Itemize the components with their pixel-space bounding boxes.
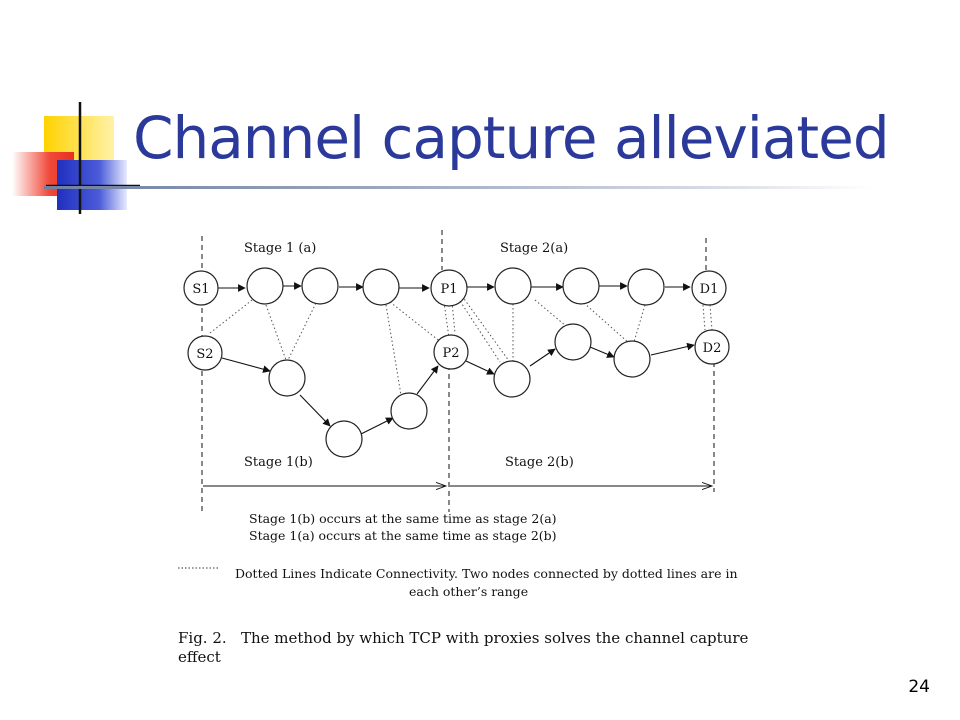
- note-line-2: Stage 1(a) occurs at the same time as st…: [249, 528, 557, 543]
- node-d2: [694, 329, 730, 365]
- stage-1a-label: Stage 1 (a): [244, 241, 316, 256]
- node-top-1: [246, 267, 284, 305]
- slide-number: 24: [908, 677, 930, 697]
- node-mid-5: [554, 323, 592, 361]
- arrow-m6-d2: [650, 342, 695, 356]
- label-d1: D1: [700, 282, 719, 297]
- label-s1: S1: [192, 282, 209, 297]
- legend-line-1: Dotted Lines Indicate Connectivity. Two …: [235, 566, 738, 581]
- arrow-m5-m6: [589, 346, 615, 358]
- slide-title: Channel capture alleviated: [133, 104, 890, 172]
- node-mid-6: [613, 340, 651, 378]
- note-line-1: Stage 1(b) occurs at the same time as st…: [249, 511, 557, 526]
- node-top-6: [627, 268, 665, 306]
- arrow-m1-m2: [299, 394, 331, 427]
- arrow-m3-p2: [416, 365, 439, 395]
- figure-caption-line-2: effect: [178, 648, 221, 666]
- node-p2: [433, 334, 469, 370]
- node-mid-4: [493, 360, 531, 398]
- stage-2a-label: Stage 2(a): [500, 241, 568, 256]
- arrow-p2-m4: [465, 360, 495, 375]
- arrow-s2-m1: [221, 357, 271, 373]
- node-top-4: [494, 267, 532, 305]
- arrow-m4-m5: [529, 348, 556, 367]
- node-top-2: [301, 267, 339, 305]
- stage-2b-label: Stage 2(b): [505, 455, 574, 470]
- node-top-3: [362, 268, 400, 306]
- label-d2: D2: [703, 341, 722, 356]
- node-mid-1: [268, 359, 306, 397]
- title-underline: [44, 186, 874, 189]
- stage-1b-label: Stage 1(b): [244, 455, 313, 470]
- node-s1: [183, 270, 219, 306]
- label-s2: S2: [196, 347, 213, 362]
- node-p1: [430, 269, 468, 307]
- label-p2: P2: [442, 346, 459, 361]
- node-mid-3: [390, 392, 428, 430]
- node-d1: [691, 270, 727, 306]
- connectivity-lines: [209, 295, 713, 396]
- node-s2: [187, 335, 223, 371]
- legend-line-2: each other’s range: [409, 584, 528, 599]
- data-flow-arrows: [217, 282, 695, 435]
- network-nodes: [183, 267, 730, 458]
- node-mid-2: [325, 420, 363, 458]
- figure-caption-line-1: Fig. 2. The method by which TCP with pro…: [178, 629, 749, 647]
- label-p1: P1: [440, 282, 457, 297]
- arrow-m2-m3: [360, 417, 394, 435]
- node-top-5: [562, 267, 600, 305]
